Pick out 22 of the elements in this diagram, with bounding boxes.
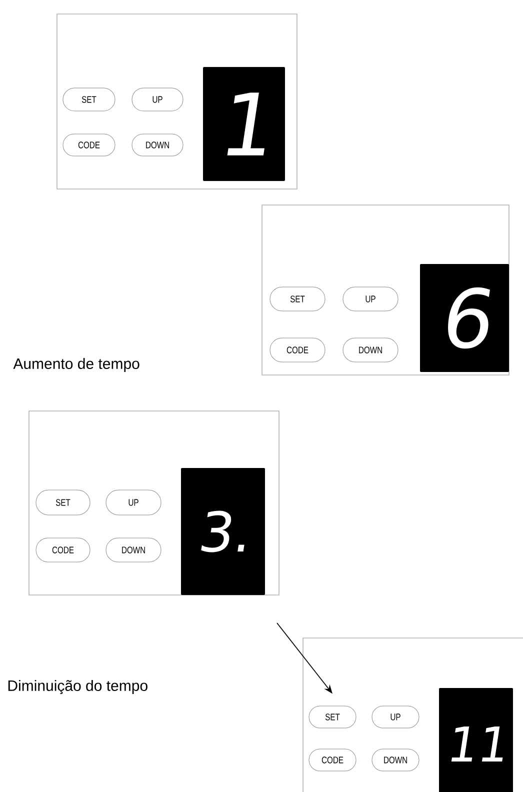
button: UP (132, 88, 184, 112)
seven-segment-display: 3. (181, 468, 265, 595)
button: CODE (36, 538, 90, 562)
seven-segment-display: 11 (439, 688, 513, 792)
button: UP (106, 490, 162, 516)
button: UP (372, 706, 420, 728)
button: SET (270, 286, 326, 312)
button: DOWN (342, 338, 398, 362)
caption-text: Aumento de tempo (13, 358, 140, 372)
caption-text: Diminuição do tempo (8, 680, 148, 694)
button: DOWN (132, 134, 184, 156)
button: CODE (308, 748, 356, 772)
button: SET (62, 88, 116, 112)
seven-segment-display: 1 (203, 67, 285, 181)
button: DOWN (106, 538, 162, 562)
button: UP (342, 286, 398, 312)
button: CODE (270, 338, 326, 362)
button: SET (36, 490, 90, 516)
seven-segment-display: 6 (420, 264, 509, 372)
button: CODE (62, 134, 116, 156)
button: DOWN (372, 748, 420, 772)
button: SET (308, 706, 356, 728)
